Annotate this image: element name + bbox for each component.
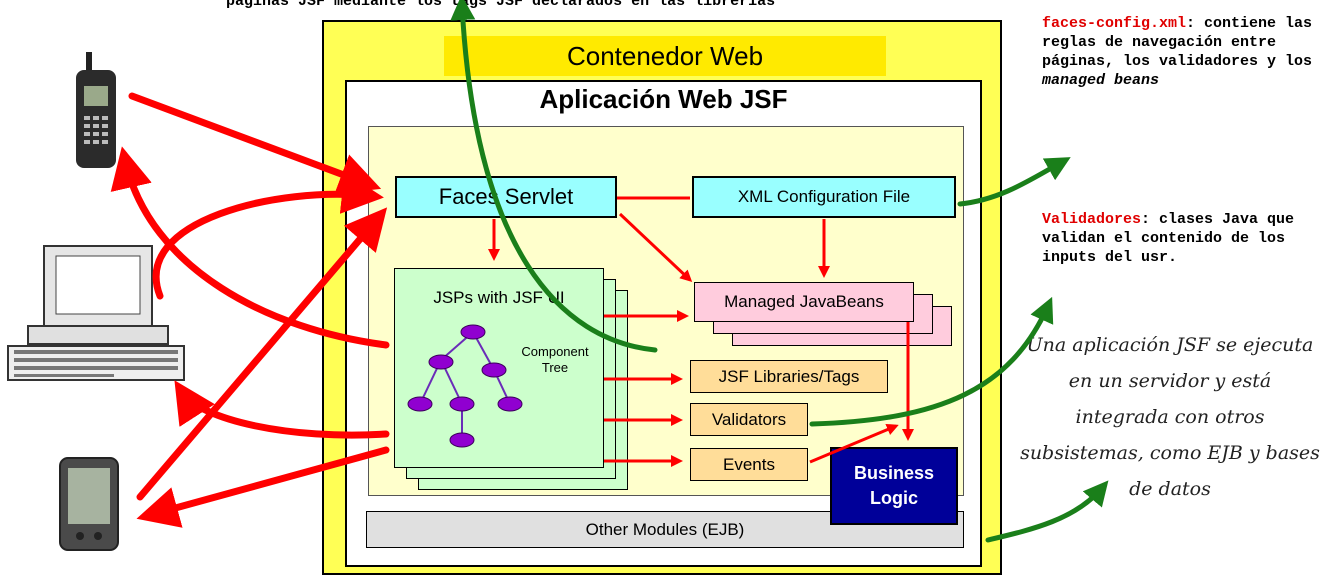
logic-to-summary-arrow	[985, 480, 1109, 543]
events-to-logic-arrow	[809, 423, 899, 464]
managed-beans-box: Managed JavaBeans	[694, 282, 914, 322]
phone-response-arrow	[110, 146, 390, 349]
component-tree-label-line2: Tree	[541, 360, 569, 376]
jsf-summary-note: Una aplicación JSF se ejecuta en un serv…	[1020, 334, 1320, 500]
application-title: Aplicación Web JSF	[539, 84, 788, 114]
xml-config-box: XML Configuration File	[692, 176, 956, 218]
container-title-background	[444, 36, 886, 76]
jsp-label: JSPs with JSF UI	[433, 288, 565, 307]
jsp-to-caption-arrow	[450, 0, 658, 353]
validators-box: Validators	[690, 403, 808, 436]
jsf-libraries-box: JSF Libraries/Tags	[690, 360, 888, 393]
other-modules-box: Other Modules (EJB)	[366, 511, 964, 548]
business-logic-box: Business Logic	[830, 447, 958, 525]
component-tree-graphic	[407, 324, 523, 448]
phone-request-arrow	[128, 92, 382, 194]
mobile-phone-icon	[76, 52, 116, 168]
client-arrows	[110, 92, 390, 528]
annotation-arrows	[450, 0, 1109, 543]
desktop-response-arrow	[174, 380, 390, 439]
component-tree-label-line1: Component	[521, 344, 589, 359]
validators-note: Validadores: clases Java que validan el …	[1042, 210, 1334, 267]
top-caption: páginas JSF mediante los tags JSF declar…	[226, 0, 776, 10]
internal-arrows	[488, 196, 914, 467]
xml-to-faces-note-arrow	[957, 157, 1071, 207]
business-logic-line2: Logic	[870, 488, 918, 508]
faces-config-italic: managed beans	[1042, 72, 1160, 89]
faces-config-filename: faces-config.xml	[1042, 15, 1187, 32]
component-tree-label: Component Tree	[500, 344, 610, 377]
validators-note-title: Validadores	[1042, 211, 1142, 228]
business-logic-line1: Business	[853, 462, 935, 483]
desktop-computer-icon	[7, 245, 185, 381]
events-box: Events	[690, 448, 808, 481]
pda-request-arrow	[136, 207, 388, 501]
faces-config-note: faces-config.xml: contiene las reglas de…	[1042, 14, 1334, 90]
faces-config-description: : contiene las reglas de navegación entr…	[1042, 15, 1313, 70]
desktop-request-arrow	[152, 172, 384, 300]
validators-to-note-arrow	[809, 296, 1054, 427]
container-title: Contenedor Web	[566, 40, 764, 71]
validators-note-description: : clases Java que validan el contenido d…	[1042, 211, 1295, 266]
pda-icon	[59, 457, 119, 551]
servlet-to-beans-arrow	[618, 212, 693, 283]
pda-response-arrow	[136, 446, 390, 528]
faces-servlet-box: Faces Servlet	[395, 176, 617, 218]
